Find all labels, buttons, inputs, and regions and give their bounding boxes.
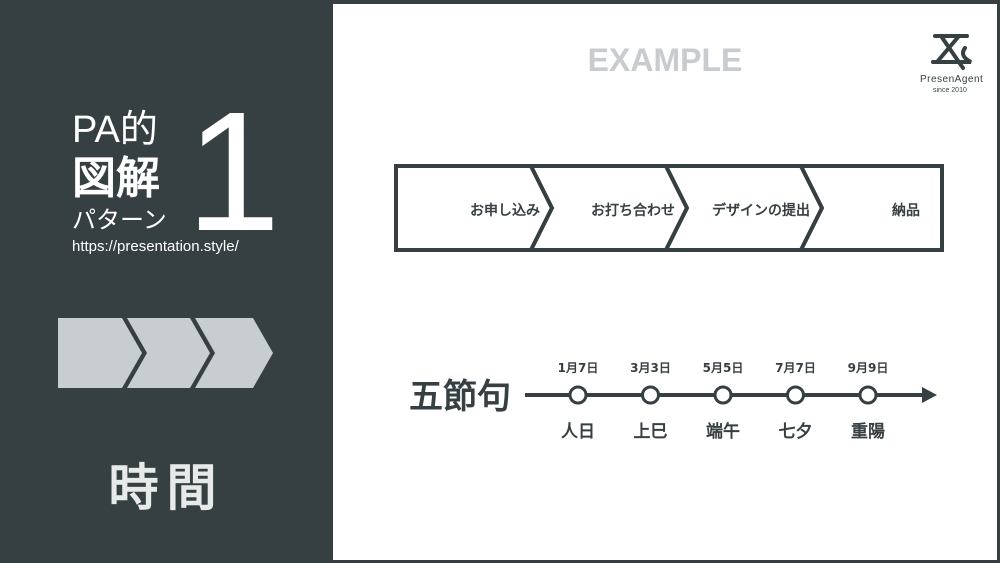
timeline-node <box>641 385 660 405</box>
timeline-event-label: 人日 <box>561 422 595 442</box>
timeline-event-label: 上巳 <box>634 422 668 442</box>
logo-name: PresenAgent <box>920 74 984 85</box>
timeline-date-label: 7月7日 <box>775 361 816 375</box>
timeline-date-label: 1月7日 <box>558 361 599 375</box>
timeline-date-label: 3月3日 <box>630 361 671 375</box>
timeline-arrow-icon <box>922 387 937 403</box>
category-label: 時間 <box>108 459 225 517</box>
process-step-1-label: お申し込み <box>470 202 540 219</box>
process-step-4-label: 納品 <box>892 202 920 219</box>
timeline-event-label: 七夕 <box>779 421 813 442</box>
example-heading: EXAMPLE <box>587 42 743 78</box>
chevron-icon-3 <box>195 318 273 388</box>
timeline-date-label: 5月5日 <box>703 361 744 375</box>
chevron-icon-1 <box>58 318 142 388</box>
timeline-event-label: 端午 <box>706 421 740 442</box>
example-panel: EXAMPLE PresenAgent since 2010 お申し込み お打ち… <box>333 4 997 560</box>
timeline-node <box>713 385 733 405</box>
timeline-date-label: 9月9日 <box>848 361 889 375</box>
timeline-node <box>568 385 588 405</box>
chevron-icon-2 <box>127 318 210 388</box>
process-flow: お申し込み お打ち合わせ デザインの提出 納品 <box>394 164 944 252</box>
timeline-node <box>786 385 805 405</box>
logo-since: since 2010 <box>933 87 967 94</box>
process-step-2-label: お打ち合わせ <box>591 202 675 219</box>
process-step-4-shape <box>797 164 944 252</box>
process-step-3-label: デザインの提出 <box>712 202 810 219</box>
timeline-title: 五節句 <box>409 377 511 417</box>
chevron-icon-group <box>58 318 273 388</box>
left-panel: PA的 図解 パターン 1 https://presentation.style… <box>0 0 333 563</box>
title-line-3: パターン <box>72 207 167 234</box>
title-line-1: PA的 <box>72 109 158 151</box>
title-line-2: 図解 <box>72 154 160 203</box>
pattern-number: 1 <box>186 77 281 267</box>
timeline-node <box>858 385 878 405</box>
presenagent-logo-icon <box>931 34 972 70</box>
site-url: https://presentation.style/ <box>72 238 239 255</box>
timeline-event-label: 重陽 <box>851 421 885 442</box>
